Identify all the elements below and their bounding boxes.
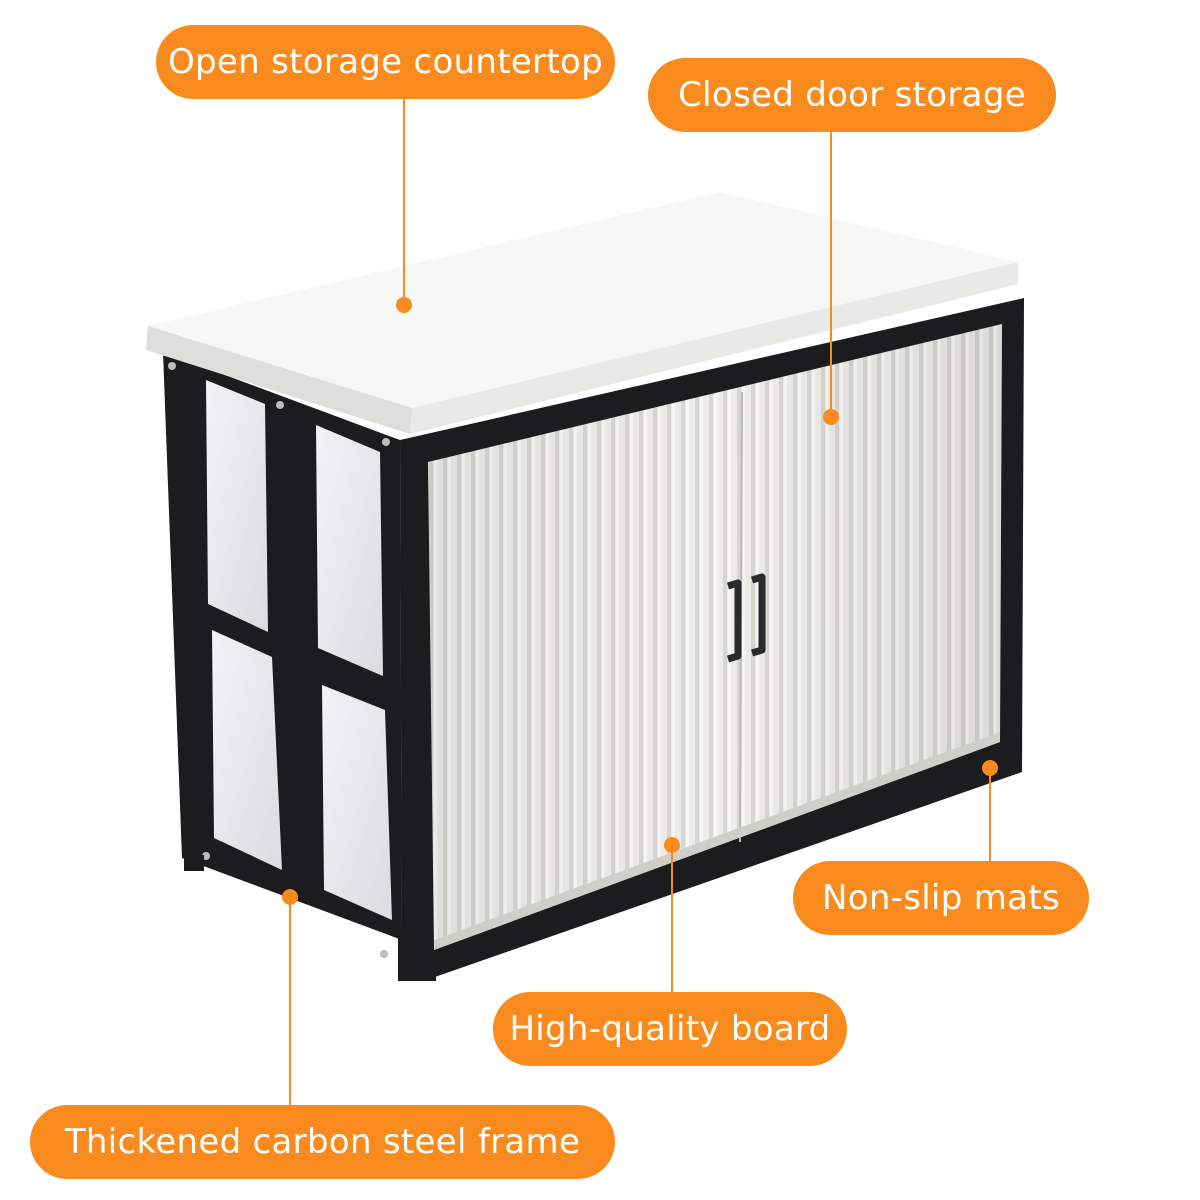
callout-lines	[282, 96, 998, 1106]
callout-dot-board	[664, 837, 680, 853]
fluted-doors	[428, 324, 1002, 950]
label-high-quality-board: High-quality board	[493, 992, 847, 1066]
callout-dot-frame	[282, 889, 298, 905]
label-non-slip-mats: Non-slip mats	[793, 861, 1089, 935]
label-closed-door-storage: Closed door storage	[648, 58, 1056, 132]
countertop-edge-side	[146, 326, 412, 434]
countertop-surface	[148, 192, 1018, 408]
side-panel-top-left	[206, 380, 268, 632]
callout-dot-mats	[982, 760, 998, 776]
countertop	[146, 192, 1018, 434]
handle-left	[726, 579, 742, 663]
door-handles	[726, 573, 766, 663]
callout-dot-countertop	[396, 297, 412, 313]
countertop-edge-front	[410, 262, 1018, 434]
foot-left	[184, 855, 204, 871]
callout-dot-closed	[823, 409, 839, 425]
label-carbon-steel-frame: Thickened carbon steel frame	[30, 1105, 615, 1179]
handle-right	[750, 573, 766, 657]
side-panel-bottom-left	[212, 630, 282, 870]
side-frame	[163, 352, 436, 981]
side-panel-top-right	[316, 425, 383, 676]
label-countertop: Open storage countertop	[156, 25, 615, 99]
side-panel-bottom-right	[322, 685, 392, 920]
